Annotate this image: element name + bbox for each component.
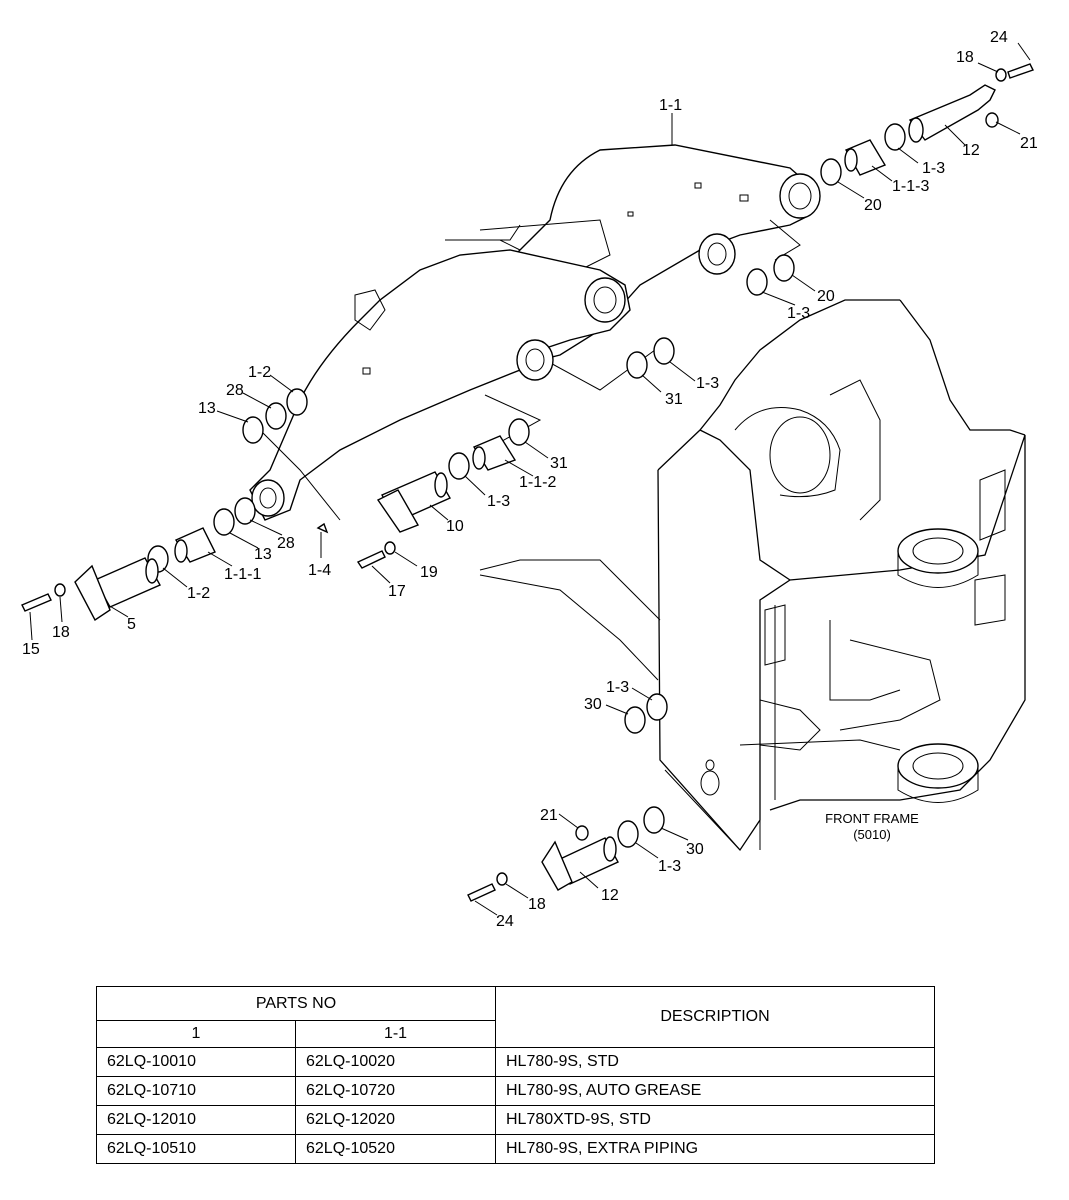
callout: 1-1-3 — [892, 178, 929, 195]
callout: 18 — [956, 49, 974, 66]
leader-lines — [29, 42, 1031, 916]
loose-parts — [21, 63, 1034, 902]
table-row: 62LQ-12010 62LQ-12020 HL780XTD-9S, STD — [96, 1105, 935, 1135]
callout: 15 — [22, 641, 40, 658]
part-no-1-1: 62LQ-10020 — [295, 1047, 496, 1077]
callout: 13 — [198, 400, 216, 417]
table-row: 62LQ-10710 62LQ-10720 HL780-9S, AUTO GRE… — [96, 1076, 935, 1106]
callout: 18 — [52, 624, 70, 641]
callout: 18 — [528, 896, 546, 913]
callout: 1-2 — [187, 585, 210, 602]
boom-assembly — [249, 144, 821, 521]
parts-table: PARTS NO DESCRIPTION 1 1-1 62LQ-10010 62… — [96, 986, 935, 1164]
callout: 1-3 — [696, 375, 719, 392]
callout: 28 — [277, 535, 295, 552]
callout: 24 — [496, 913, 514, 930]
callout: 17 — [388, 583, 406, 600]
exploded-parts-diagram: 24 18 21 12 1-3 1-1-3 20 1-1 20 1-3 1-3 … — [21, 29, 1038, 930]
callout-labels: 24 18 21 12 1-3 1-1-3 20 1-1 20 1-3 1-3 … — [22, 29, 1038, 930]
front-frame-code: (5010) — [853, 827, 891, 842]
table-header-row: PARTS NO DESCRIPTION — [96, 986, 935, 1048]
parts-no-header: PARTS NO — [96, 986, 496, 1021]
front-frame — [479, 299, 1026, 852]
callout: 1-2 — [248, 364, 271, 381]
callout: 1-3 — [606, 679, 629, 696]
callout: 21 — [1020, 135, 1038, 152]
callout: 20 — [864, 197, 882, 214]
description: HL780-9S, STD — [495, 1047, 935, 1077]
callout: 31 — [665, 391, 683, 408]
part-no-1-1: 62LQ-10720 — [295, 1076, 496, 1106]
callout: 19 — [420, 564, 438, 581]
callout: 30 — [686, 841, 704, 858]
part-no-1: 62LQ-10010 — [96, 1047, 296, 1077]
callout: 21 — [540, 807, 558, 824]
callout: 1-3 — [922, 160, 945, 177]
callout: 12 — [601, 887, 619, 904]
description-header: DESCRIPTION — [495, 986, 935, 1048]
callout: 10 — [446, 518, 464, 535]
callout: 12 — [962, 142, 980, 159]
callout: 28 — [226, 382, 244, 399]
callout: 1-3 — [658, 858, 681, 875]
part-no-1: 62LQ-10510 — [96, 1134, 296, 1164]
callout: 5 — [127, 616, 136, 633]
part-no-1: 62LQ-12010 — [96, 1105, 296, 1135]
callout: 1-1-1 — [224, 566, 261, 583]
table-row: 62LQ-10010 62LQ-10020 HL780-9S, STD — [96, 1047, 935, 1077]
callout: 1-3 — [787, 305, 810, 322]
callout: 1-3 — [487, 493, 510, 510]
callout: 31 — [550, 455, 568, 472]
callout: 24 — [990, 29, 1008, 46]
description: HL780-9S, EXTRA PIPING — [495, 1134, 935, 1164]
callout: 1-1 — [659, 97, 682, 114]
callout: 13 — [254, 546, 272, 563]
front-frame-label: FRONT FRAME — [825, 811, 919, 826]
col-1-1-header: 1-1 — [295, 1020, 496, 1048]
description: HL780-9S, AUTO GREASE — [495, 1076, 935, 1106]
part-no-1-1: 62LQ-12020 — [295, 1105, 496, 1135]
table-row: 62LQ-10510 62LQ-10520 HL780-9S, EXTRA PI… — [96, 1134, 935, 1164]
callout: 1-1-2 — [519, 474, 556, 491]
part-no-1: 62LQ-10710 — [96, 1076, 296, 1106]
callout: 20 — [817, 288, 835, 305]
part-no-1-1: 62LQ-10520 — [295, 1134, 496, 1164]
description: HL780XTD-9S, STD — [495, 1105, 935, 1135]
callout: 30 — [584, 696, 602, 713]
callout: 1-4 — [308, 562, 331, 579]
col-1-header: 1 — [96, 1020, 296, 1048]
